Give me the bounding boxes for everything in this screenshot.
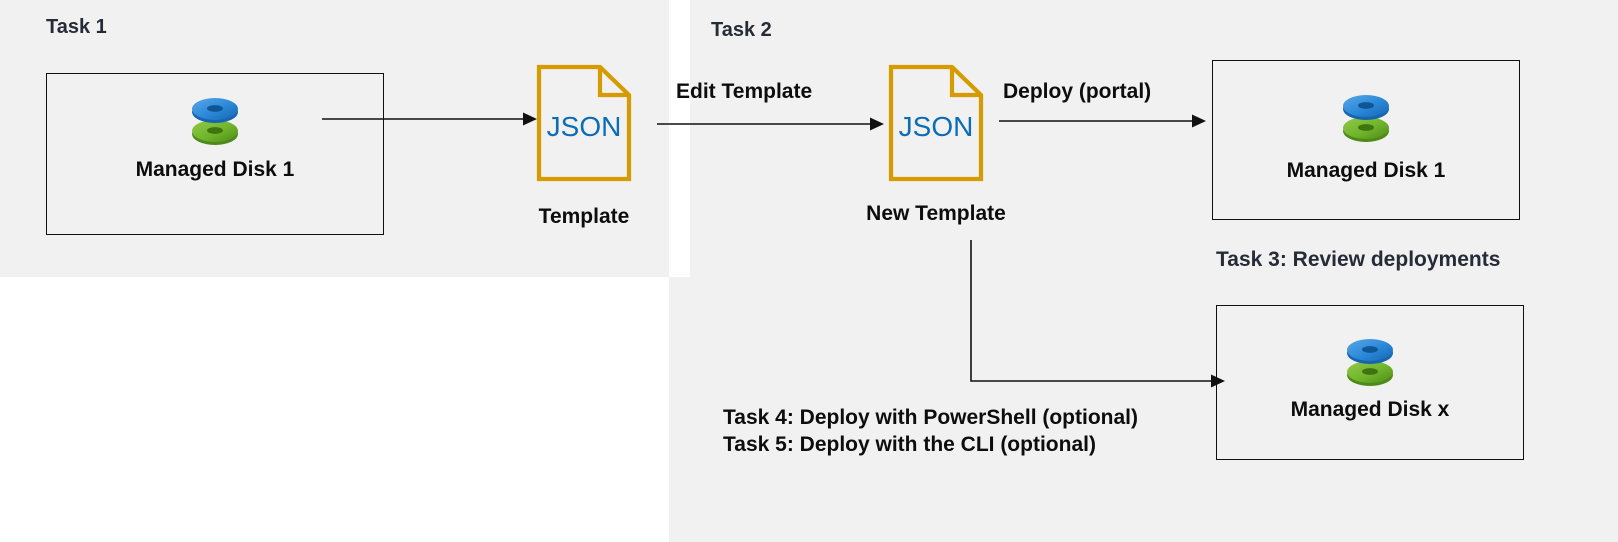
panel-gap-strip xyxy=(669,0,690,277)
optional-tasks-block: Task 4: Deploy with PowerShell (optional… xyxy=(723,404,1138,459)
task-4-label: Task 4: Deploy with PowerShell (optional… xyxy=(723,406,1138,429)
edit-template-arrow-label: Edit Template xyxy=(676,80,813,103)
managed-disk-1-target-label: Managed Disk 1 xyxy=(1286,159,1446,182)
managed-disk-1-source-label: Managed Disk 1 xyxy=(135,158,295,181)
json-file-icon: JSON xyxy=(536,64,632,182)
deploy-portal-arrow-label: Deploy (portal) xyxy=(1003,80,1152,103)
deploy-portal-arrow xyxy=(997,110,1209,132)
managed-disk-x-target-label: Managed Disk x xyxy=(1290,398,1450,421)
managed-disk-x-target-box xyxy=(1216,305,1524,460)
new-template-caption: New Template xyxy=(866,202,1006,225)
task-5-label: Task 5: Deploy with the CLI (optional) xyxy=(723,433,1096,457)
managed-disk-1-target-box xyxy=(1212,60,1520,220)
svg-text:JSON: JSON xyxy=(899,111,974,142)
export-template-arrow xyxy=(320,108,540,130)
managed-disk-1-source-box xyxy=(46,73,384,235)
task-3-label: Task 3: Review deployments xyxy=(1216,248,1501,271)
managed-disk-icon xyxy=(184,88,246,150)
task1-panel-background xyxy=(0,0,670,277)
deploy-scripted-arrow xyxy=(962,238,1230,398)
managed-disk-icon xyxy=(1339,329,1401,391)
task-2-label: Task 2 xyxy=(711,19,772,41)
task-1-label: Task 1 xyxy=(46,16,107,38)
template-caption: Template xyxy=(538,205,630,228)
managed-disk-icon xyxy=(1335,85,1397,147)
task2-panel-background xyxy=(669,0,1618,542)
svg-text:JSON: JSON xyxy=(547,111,622,142)
json-file-icon: JSON xyxy=(888,64,984,182)
edit-template-arrow xyxy=(655,113,887,135)
